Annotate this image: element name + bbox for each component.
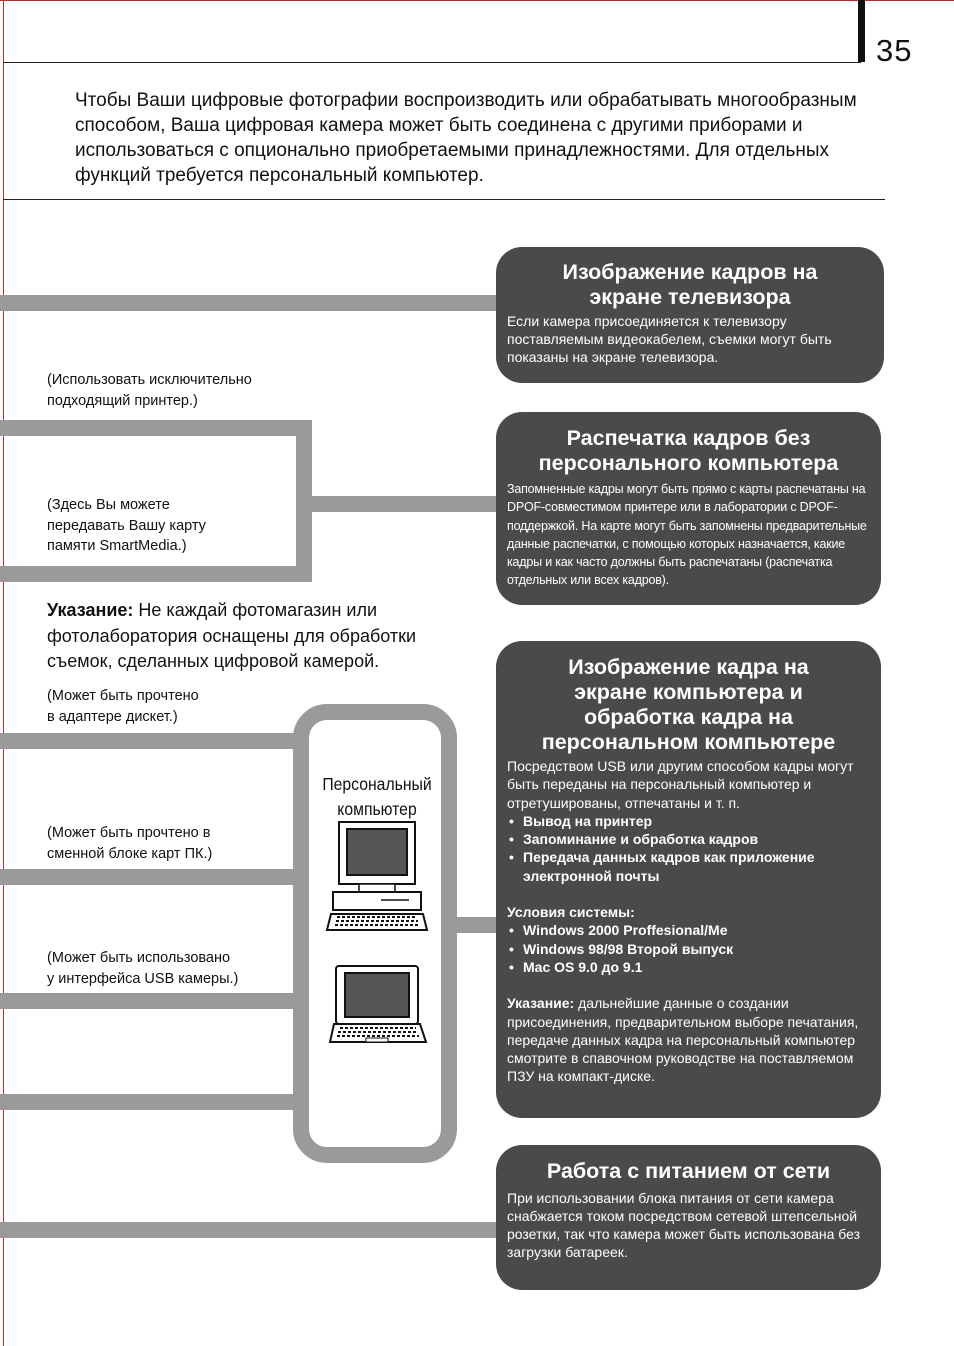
title-line: Изображение кадров на <box>496 260 884 285</box>
computer-features-list: Вывод на принтер Запоминание и обработка… <box>507 812 871 885</box>
desktop-computer-icon <box>325 820 431 936</box>
computer-box-title: Изображение кадра на экране компьютера и… <box>496 655 881 755</box>
print-box-title: Распечатка кадров без персонального комп… <box>496 426 881 476</box>
title-line: Распечатка кадров без <box>496 426 881 451</box>
floppy-connector <box>0 733 300 749</box>
pccard-connector <box>0 869 300 885</box>
label-line: памяти SmartMedia.) <box>47 536 287 557</box>
system-requirements-title: Условия системы: <box>507 903 871 921</box>
pc-label-line: Персональный <box>316 772 438 797</box>
power-box: Работа с питанием от сети При использова… <box>496 1145 881 1290</box>
title-line: обработка кадра на <box>496 705 881 730</box>
label-line: в адаптере дискет.) <box>47 707 287 728</box>
page-edge-top <box>0 0 954 1</box>
laptop-computer-icon <box>328 964 428 1050</box>
system-requirements-list: Windows 2000 Proffesional/Me Windows 98/… <box>507 921 871 976</box>
pc-label-line: компьютер <box>316 797 438 822</box>
label-line: (Использовать исключительно <box>47 370 307 391</box>
lab-label: (Здесь Вы можете передавать Вашу карту п… <box>47 495 287 557</box>
intro-paragraph: Чтобы Ваши цифровые фотографии воспроизв… <box>75 88 895 188</box>
list-item: Запоминание и обработка кадров <box>507 830 871 848</box>
print-box-connector <box>296 496 497 512</box>
list-item: Передача данных кадров как приложение эл… <box>507 848 871 885</box>
power-box-text: При использовании блока питания от сети … <box>507 1189 871 1261</box>
pc-label: Персональный компьютер <box>316 772 438 822</box>
power-box-title: Работа с питанием от сети <box>496 1159 881 1184</box>
note-label: Указание: <box>47 600 133 620</box>
power-connector <box>0 1222 497 1238</box>
tv-box-text: Если камера присоединяется к телевизору … <box>507 312 862 366</box>
tv-connector <box>0 295 497 311</box>
page-edge-left <box>3 0 4 1346</box>
label-line: (Здесь Вы можете <box>47 495 287 516</box>
pc-bottom-connector <box>0 1094 300 1110</box>
title-line: экране телевизора <box>496 285 884 310</box>
title-line: Работа с питанием от сети <box>496 1159 881 1184</box>
title-line: экране компьютера и <box>496 680 881 705</box>
computer-note: Указание: дальнейшие данные о создании п… <box>507 994 871 1085</box>
header-rule <box>3 62 861 63</box>
label-line: у интерфейса USB камеры.) <box>47 969 287 990</box>
label-line: (Может быть прочтено в <box>47 823 287 844</box>
usb-label: (Может быть использовано у интерфейса US… <box>47 948 287 989</box>
lab-connector <box>0 566 312 582</box>
title-line: персональном компьютере <box>496 730 881 755</box>
list-item: Вывод на принтер <box>507 812 871 830</box>
page-number: 35 <box>876 32 912 70</box>
usb-connector <box>0 993 300 1009</box>
floppy-label: (Может быть прочтено в адаптере дискет.) <box>47 686 287 727</box>
computer-box-text: Посредством USB или другим способом кадр… <box>507 757 871 812</box>
note-paragraph: Указание: Не каждай фотомагазин или фото… <box>47 598 477 675</box>
computer-box: Изображение кадра на экране компьютера и… <box>496 641 881 1118</box>
list-item: Windows 98/98 Второй выпуск <box>507 940 871 958</box>
print-box: Распечатка кадров без персонального комп… <box>496 412 881 605</box>
tv-box-title: Изображение кадров на экране телевизора <box>496 260 884 310</box>
label-line: передавать Вашу карту <box>47 516 287 537</box>
list-item: Mac OS 9.0 до 9.1 <box>507 958 871 976</box>
print-box-text: Запомненные кадры могут быть прямо с кар… <box>507 480 875 590</box>
list-item: Windows 2000 Proffesional/Me <box>507 921 871 939</box>
printer-connector <box>0 420 312 436</box>
label-line: (Может быть прочтено <box>47 686 287 707</box>
title-line: персонального компьютера <box>496 451 881 476</box>
pccard-label: (Может быть прочтено в сменной блоке кар… <box>47 823 287 864</box>
page-number-bar <box>858 0 865 62</box>
intro-rule <box>3 199 885 200</box>
computer-box-connector <box>452 917 497 933</box>
label-line: подходящий принтер.) <box>47 391 307 412</box>
computer-note-label: Указание: <box>507 995 574 1011</box>
label-line: (Может быть использовано <box>47 948 287 969</box>
title-line: Изображение кадра на <box>496 655 881 680</box>
tv-box: Изображение кадров на экране телевизора … <box>496 247 884 383</box>
printer-label: (Использовать исключительно подходящий п… <box>47 370 307 411</box>
label-line: сменной блоке карт ПК.) <box>47 844 287 865</box>
